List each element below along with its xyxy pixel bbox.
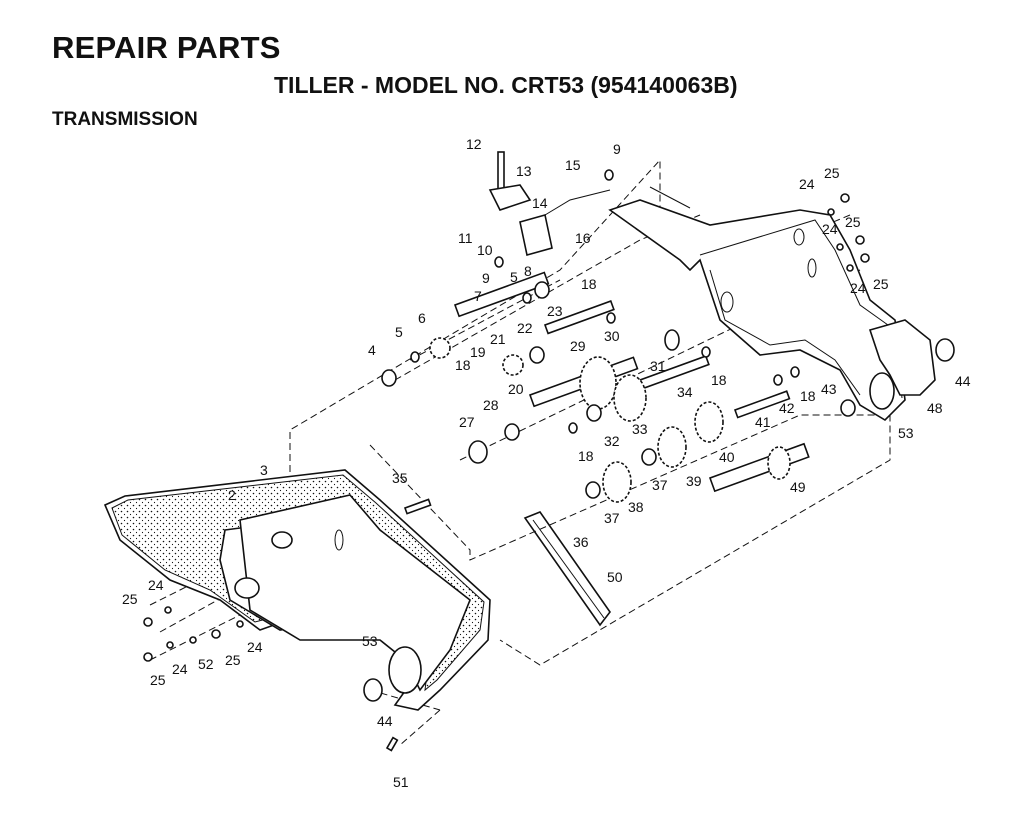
left-transmission-housing — [103, 469, 491, 711]
callout-25: 25 — [873, 276, 889, 292]
callout-3: 3 — [260, 462, 268, 478]
callout-25: 25 — [225, 652, 241, 668]
callout-9: 9 — [613, 141, 621, 157]
callout-10: 10 — [477, 242, 493, 258]
callout-25: 25 — [150, 672, 166, 688]
callout-24: 24 — [172, 661, 188, 677]
callout-19: 19 — [470, 344, 486, 360]
callout-29: 29 — [570, 338, 586, 354]
callout-8: 8 — [524, 263, 532, 279]
callout-50: 50 — [607, 569, 623, 585]
shift-lever-assembly — [488, 151, 691, 257]
right-transmission-housing — [608, 199, 936, 422]
callout-18: 18 — [578, 448, 594, 464]
callout-21: 21 — [490, 331, 506, 347]
callout-25: 25 — [122, 591, 138, 607]
callout-39: 39 — [686, 473, 702, 489]
callout-24: 24 — [822, 221, 838, 237]
callout-35: 35 — [392, 470, 408, 486]
callout-40: 40 — [719, 449, 735, 465]
callout-24: 24 — [148, 577, 164, 593]
callout-24: 24 — [799, 176, 815, 192]
callout-24: 24 — [850, 280, 866, 296]
callout-5: 5 — [510, 269, 518, 285]
callout-14: 14 — [532, 195, 548, 211]
callout-53: 53 — [898, 425, 914, 441]
callout-25: 25 — [824, 165, 840, 181]
callout-36: 36 — [573, 534, 589, 550]
part-callouts: 2 3 4 5 5 6 7 8 9 9 10 11 12 13 14 15 16… — [122, 136, 971, 790]
callout-5: 5 — [395, 324, 403, 340]
mounting-hardware — [143, 193, 870, 662]
callout-42: 42 — [779, 400, 795, 416]
callout-18: 18 — [800, 388, 816, 404]
callout-24: 24 — [247, 639, 263, 655]
callout-41: 41 — [755, 414, 771, 430]
callout-44: 44 — [955, 373, 971, 389]
callout-27: 27 — [459, 414, 475, 430]
callout-43: 43 — [821, 381, 837, 397]
callout-51: 51 — [393, 774, 409, 790]
callout-37: 37 — [652, 477, 668, 493]
callout-28: 28 — [483, 397, 499, 413]
callout-13: 13 — [516, 163, 532, 179]
callout-11: 11 — [458, 230, 473, 246]
drive-belt — [523, 511, 611, 627]
callout-52: 52 — [198, 656, 214, 672]
callout-38: 38 — [628, 499, 644, 515]
callout-2: 2 — [228, 487, 236, 503]
model-subtitle: TILLER - MODEL NO. CRT53 (954140063B) — [274, 72, 738, 98]
callout-32: 32 — [604, 433, 620, 449]
callout-44: 44 — [377, 713, 393, 729]
callout-9: 9 — [482, 270, 490, 286]
page-title: REPAIR PARTS — [52, 30, 281, 65]
callout-6: 6 — [418, 310, 426, 326]
callout-16: 16 — [575, 230, 591, 246]
callout-4: 4 — [368, 342, 376, 358]
sprockets — [429, 337, 791, 503]
callout-20: 20 — [508, 381, 524, 397]
bearings-and-washers — [363, 169, 955, 702]
callout-49: 49 — [790, 479, 806, 495]
callout-33: 33 — [632, 421, 648, 437]
callout-7: 7 — [474, 288, 482, 304]
callout-34: 34 — [677, 384, 693, 400]
callout-25: 25 — [845, 214, 861, 230]
callout-30: 30 — [604, 328, 620, 344]
callout-15: 15 — [565, 157, 581, 173]
callout-22: 22 — [517, 320, 533, 336]
callout-12: 12 — [466, 136, 482, 152]
callout-53: 53 — [362, 633, 378, 649]
callout-31: 31 — [650, 358, 666, 374]
callout-23: 23 — [547, 303, 563, 319]
callout-48: 48 — [927, 400, 943, 416]
callout-18: 18 — [455, 357, 471, 373]
callout-18: 18 — [711, 372, 727, 388]
callout-18: 18 — [581, 276, 597, 292]
section-title: TRANSMISSION — [52, 109, 198, 130]
callout-37: 37 — [604, 510, 620, 526]
